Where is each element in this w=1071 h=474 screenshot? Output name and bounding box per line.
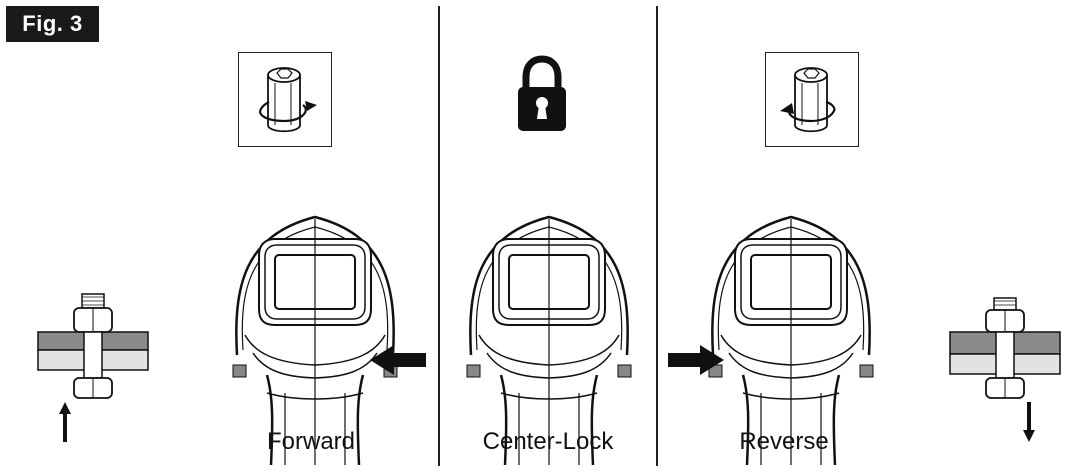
bolt-assembly-tighten	[37, 293, 149, 399]
tool-head-forward	[231, 215, 399, 467]
tool-head-reverse	[707, 215, 875, 467]
bolt-assembly-loosen	[949, 297, 1061, 399]
padlock-icon	[518, 55, 566, 131]
loosen-down-arrow-icon	[1023, 402, 1035, 442]
caption-reverse: Reverse	[739, 428, 829, 455]
arrow-right-pointing	[668, 345, 724, 375]
socket-counterclockwise-rotation-icon	[765, 52, 859, 147]
tool-head-center-lock	[465, 215, 633, 467]
panel-divider-left	[438, 6, 440, 466]
socket-clockwise-rotation-icon	[238, 52, 332, 147]
caption-center-lock: Center-Lock	[482, 428, 614, 455]
panel-divider-right	[656, 6, 658, 466]
arrow-left-pointing	[370, 345, 426, 375]
tighten-up-arrow-icon	[59, 402, 71, 442]
caption-forward: Forward	[266, 428, 356, 455]
figure-label: Fig. 3	[6, 6, 99, 42]
